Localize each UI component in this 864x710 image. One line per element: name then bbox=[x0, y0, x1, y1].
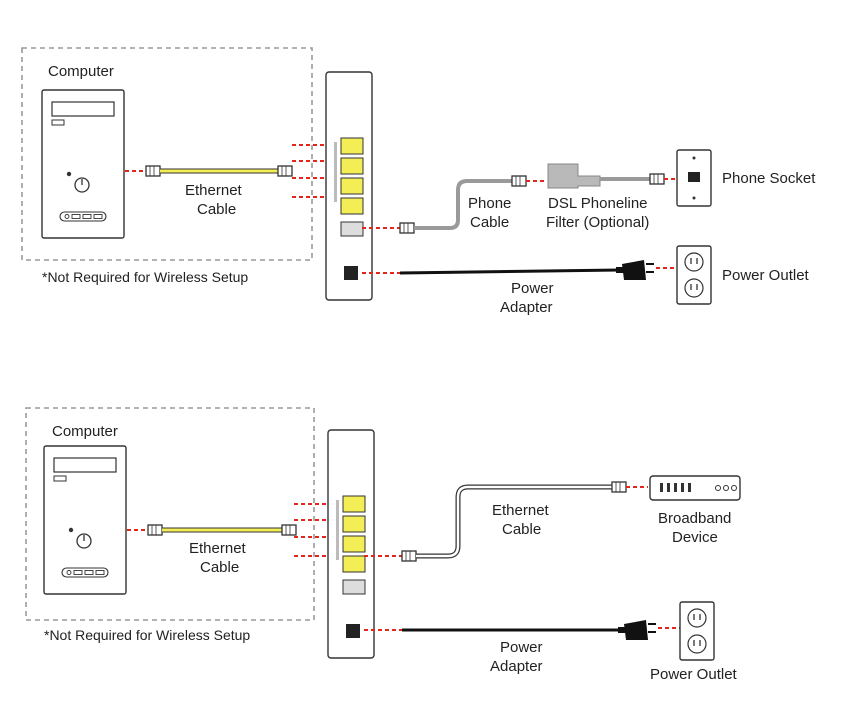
ethernet-plug-icon bbox=[282, 525, 296, 535]
power-adapter-label: Power bbox=[511, 280, 554, 297]
ethernet-plug-icon bbox=[400, 223, 414, 233]
power-adapter-icon bbox=[616, 260, 654, 280]
phone-plug-icon bbox=[512, 176, 526, 186]
router-icon bbox=[328, 430, 374, 658]
ethernet-plug-icon bbox=[402, 551, 416, 561]
broadband-device-icon bbox=[650, 476, 740, 500]
diagram-dsl: Computer Ethernet Cable *Not Required fo… bbox=[22, 48, 816, 316]
computer-tower-icon bbox=[42, 90, 124, 238]
computer-label: Computer bbox=[48, 63, 114, 80]
ethernet-cable-label: Cable bbox=[200, 559, 239, 576]
ethernet-cable-label: Ethernet bbox=[189, 540, 247, 557]
ethernet-cable-label: Ethernet bbox=[185, 182, 243, 199]
wan-ethernet-label: Ethernet bbox=[492, 502, 550, 519]
broadband-device-label: Broadband bbox=[658, 510, 731, 527]
phone-plug-icon bbox=[650, 174, 664, 184]
wan-ethernet-label: Cable bbox=[502, 521, 541, 538]
phone-socket-icon bbox=[677, 150, 711, 206]
power-adapter-label: Power bbox=[500, 639, 543, 656]
power-outlet-icon bbox=[677, 246, 711, 304]
diagram-broadband: Computer Ethernet Cable *Not Required fo… bbox=[26, 408, 740, 683]
router-icon bbox=[326, 72, 372, 300]
phone-socket-label: Phone Socket bbox=[722, 170, 816, 187]
ethernet-plug-icon bbox=[278, 166, 292, 176]
not-required-note: *Not Required for Wireless Setup bbox=[44, 627, 250, 643]
phone-cable-label: Cable bbox=[470, 214, 509, 231]
dsl-filter-icon bbox=[548, 164, 600, 188]
computer-label: Computer bbox=[52, 423, 118, 440]
ethernet-plug-icon bbox=[612, 482, 626, 492]
power-adapter-icon bbox=[618, 620, 656, 640]
broadband-device-label: Device bbox=[672, 529, 718, 546]
power-adapter-label: Adapter bbox=[500, 299, 553, 316]
not-required-note: *Not Required for Wireless Setup bbox=[42, 269, 248, 285]
power-outlet-label: Power Outlet bbox=[722, 267, 810, 284]
power-outlet-icon bbox=[680, 602, 714, 660]
dsl-filter-label: Filter (Optional) bbox=[546, 214, 649, 231]
phone-cable-label: Phone bbox=[468, 195, 511, 212]
ethernet-plug-icon bbox=[148, 525, 162, 535]
ethernet-cable-label: Cable bbox=[197, 201, 236, 218]
power-adapter-label: Adapter bbox=[490, 658, 543, 675]
ethernet-plug-icon bbox=[146, 166, 160, 176]
power-outlet-label: Power Outlet bbox=[650, 666, 738, 683]
computer-tower-icon bbox=[44, 446, 126, 594]
dsl-filter-label: DSL Phoneline bbox=[548, 195, 648, 212]
